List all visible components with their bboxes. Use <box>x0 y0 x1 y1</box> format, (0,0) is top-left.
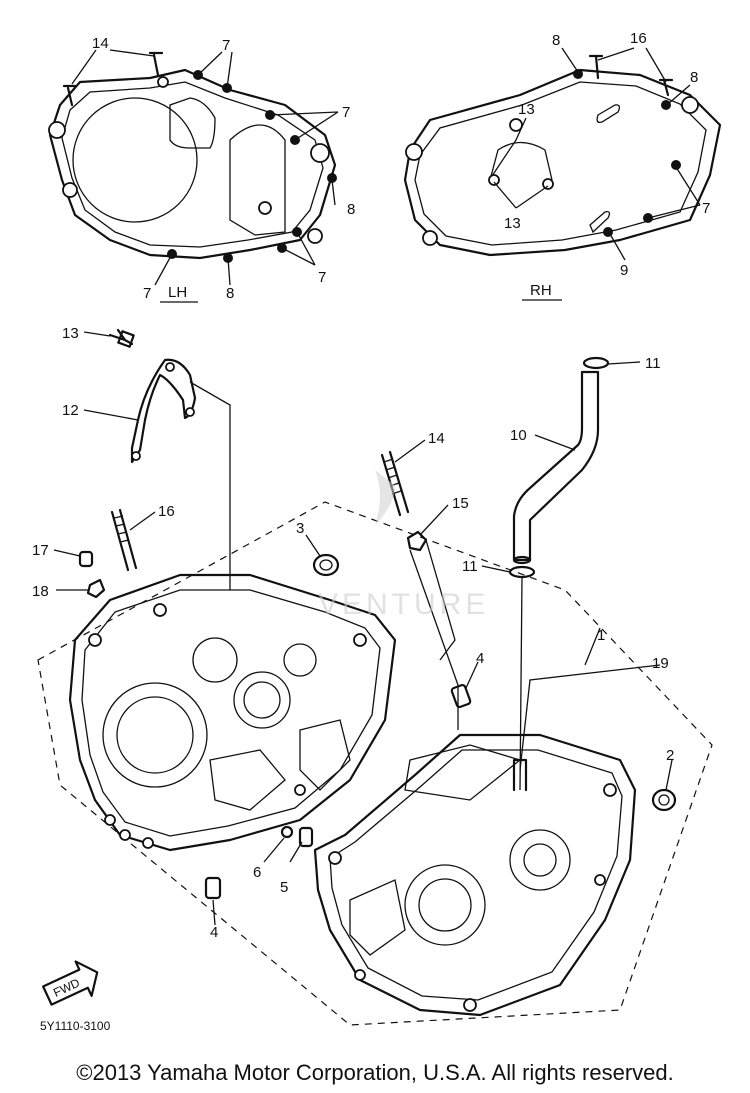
callout-8-rh-top: 8 <box>552 32 560 49</box>
callout-11-bottom: 11 <box>462 558 478 575</box>
callout-14-stud: 14 <box>428 430 445 447</box>
pin-17 <box>78 550 94 568</box>
lh-leader-lines <box>71 49 339 286</box>
nut-15 <box>406 530 428 552</box>
callout-15: 15 <box>452 495 469 512</box>
callout-2: 2 <box>666 747 674 764</box>
stud-16 <box>110 508 138 572</box>
dowel-4-upper <box>450 683 472 709</box>
callout-10: 10 <box>510 427 527 444</box>
callout-16-rh: 16 <box>630 30 647 47</box>
callout-13-bolt: 13 <box>62 325 79 342</box>
callout-3: 3 <box>296 520 304 537</box>
callout-7-rh: 7 <box>702 200 710 217</box>
callout-16-stud: 16 <box>158 503 175 520</box>
copyright-notice: ©2013 Yamaha Motor Corporation, U.S.A. A… <box>76 1060 674 1085</box>
callout-1: 1 <box>597 627 605 644</box>
callout-11-top: 11 <box>645 355 661 372</box>
callout-4-upper: 4 <box>476 650 484 667</box>
watermark-text: VENTURE <box>318 588 489 621</box>
callout-4-lower: 4 <box>210 924 218 941</box>
callout-7-lh-top: 7 <box>222 37 230 54</box>
stud-14 <box>380 450 410 517</box>
o-ring-6 <box>280 825 294 839</box>
callout-5: 5 <box>280 879 288 896</box>
lh-gasket <box>48 68 337 260</box>
forward-arrow-icon: FWD <box>42 960 99 1006</box>
oil-seal-2 <box>651 788 677 812</box>
clip-11-bottom <box>508 565 536 579</box>
nut-18 <box>86 578 106 599</box>
pin-5 <box>298 826 314 848</box>
callout-6: 6 <box>253 864 261 881</box>
callout-9: 9 <box>620 262 628 279</box>
rh-dowel-dots <box>573 69 681 237</box>
callout-8-lh-bottom: 8 <box>226 285 234 302</box>
rh-studs <box>588 54 674 97</box>
callout-8-rh-right: 8 <box>690 69 698 86</box>
bracket-12 <box>130 358 197 464</box>
callout-7-lh-right: 7 <box>342 104 350 121</box>
diagram-part-code: 5Y1110-3100 <box>40 1019 111 1033</box>
fwd-label: FWD <box>51 975 82 999</box>
left-crankcase-half <box>68 573 397 852</box>
callout-18: 18 <box>32 583 49 600</box>
rh-side-label: RH <box>530 282 552 299</box>
callout-12: 12 <box>62 402 79 419</box>
right-crankcase-half <box>313 733 637 1017</box>
bolt-13 <box>108 328 135 348</box>
callout-13-rh-bottom: 13 <box>504 215 521 232</box>
watermark: VENTURE <box>318 470 489 621</box>
lh-side-label: LH <box>168 284 187 301</box>
oil-seal-3 <box>312 553 340 577</box>
dowel-4-lower <box>204 876 222 900</box>
callout-8-lh-right: 8 <box>347 201 355 218</box>
callout-19: 19 <box>652 655 669 672</box>
lh-studs <box>62 51 164 107</box>
callout-14-lh: 14 <box>92 35 109 52</box>
rh-leader-lines <box>491 47 701 261</box>
rh-gasket <box>403 68 722 257</box>
clip-11-top <box>582 356 610 370</box>
breather-hose-10 <box>512 370 600 565</box>
callout-7-lh-left: 7 <box>143 285 151 302</box>
callout-7-lh-bottom: 7 <box>318 269 326 286</box>
callout-17: 17 <box>32 542 49 559</box>
callout-13-rh-top: 13 <box>518 101 535 118</box>
crankcase-assembly-outline <box>37 501 713 1026</box>
